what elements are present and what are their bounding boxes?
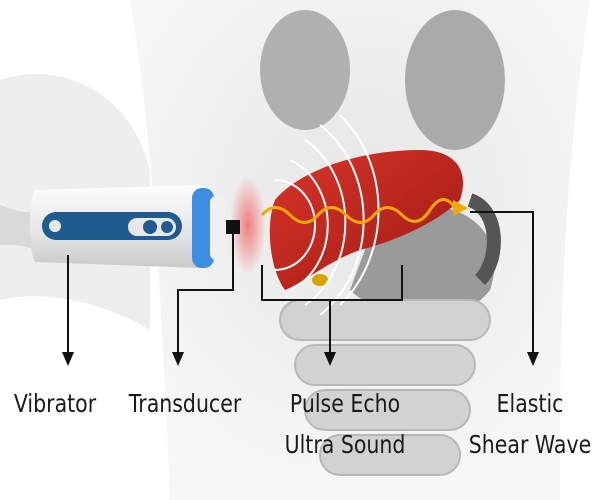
label-transducer: Transducer xyxy=(128,389,242,418)
label-shear-wave: Shear Wave xyxy=(468,430,592,459)
label-elastic: Elastic xyxy=(496,389,564,418)
arrowheads xyxy=(62,352,539,366)
intestines xyxy=(279,299,491,476)
contact-glow xyxy=(230,175,266,275)
fibroscan-probe-icon xyxy=(0,185,240,268)
shear-wave-icon xyxy=(260,198,457,224)
gallbladder xyxy=(312,274,328,286)
label-vibrator: Vibrator xyxy=(13,389,97,418)
leader-lines xyxy=(67,211,534,358)
label-ultra-sound: Ultra Sound xyxy=(284,430,406,459)
organs xyxy=(260,10,505,317)
label-pulse-echo: Pulse Echo xyxy=(289,389,401,418)
shear-wave-arrowhead-icon xyxy=(453,200,468,216)
